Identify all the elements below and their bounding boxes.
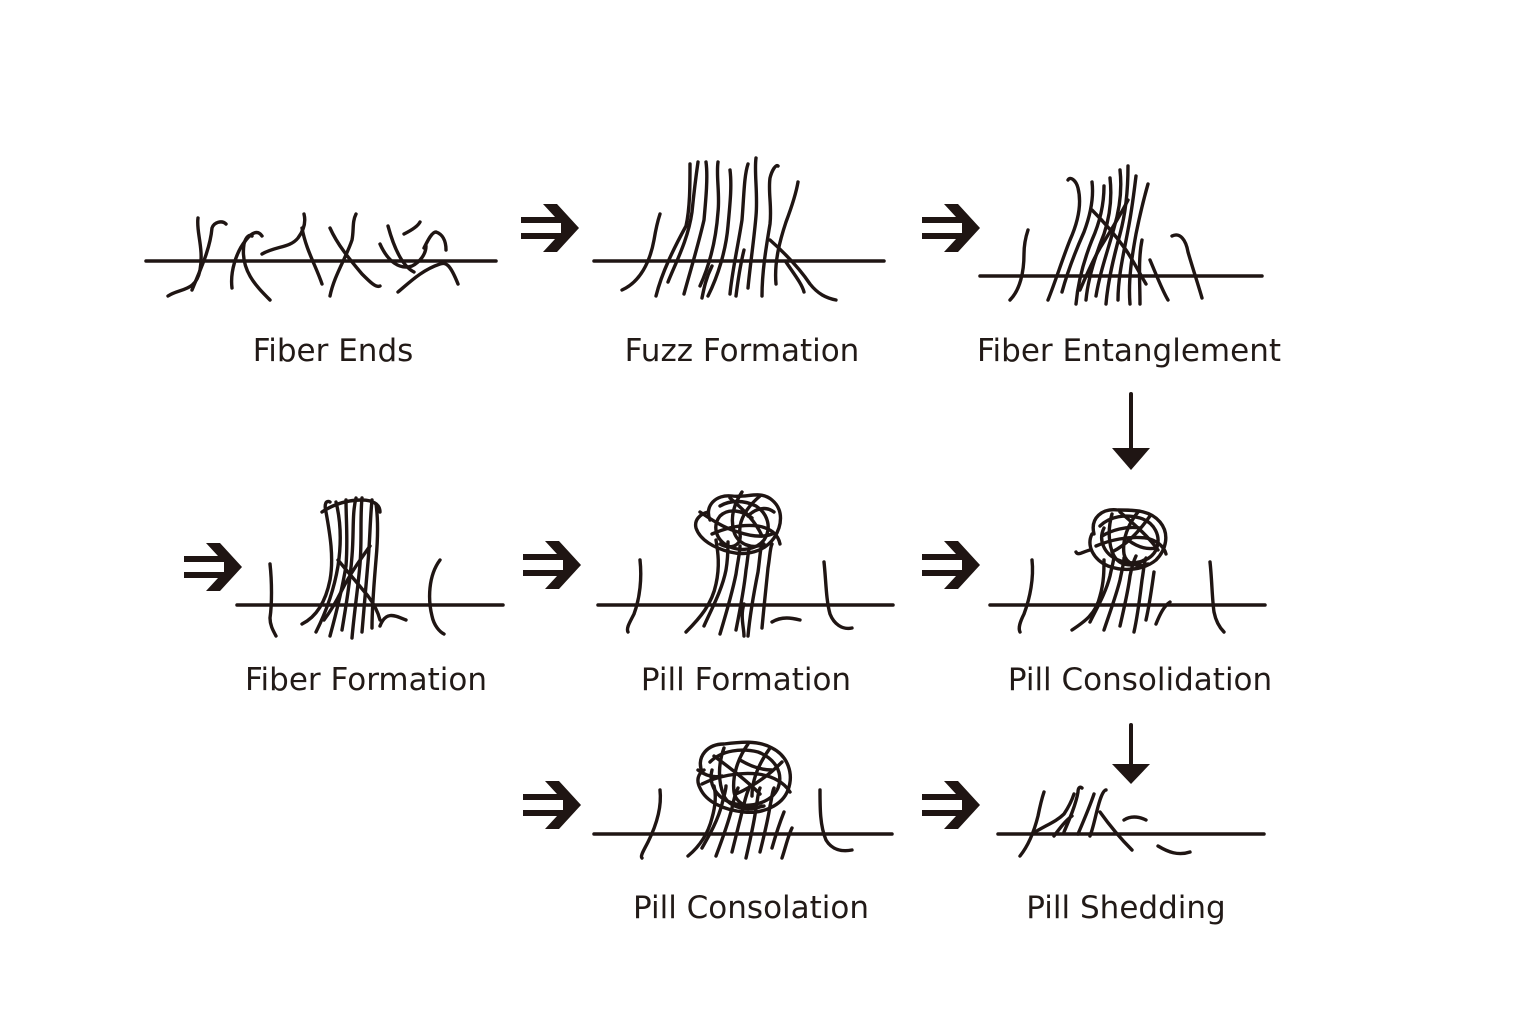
arrow-right-2 (922, 204, 980, 252)
arrow-right-1 (521, 204, 579, 252)
stage-fiber-ends (144, 212, 498, 302)
pill-formation-fibers (625, 490, 854, 638)
arrow-down-2 (1112, 723, 1150, 784)
fuzz-formation-fibers (620, 156, 838, 302)
arrow-right-3 (184, 543, 242, 591)
arrow-right-6 (523, 781, 581, 829)
arrow-right-5 (922, 541, 980, 589)
stage-pill-formation (596, 490, 895, 638)
stage-fuzz-formation (592, 156, 886, 302)
fiber-entanglement-fibers (1008, 164, 1204, 306)
arrow-right-7 (922, 781, 980, 829)
stage-pill-shedding (996, 785, 1266, 858)
arrow-right-4 (523, 541, 581, 589)
pill-shedding-fibers (1018, 785, 1192, 858)
fiber-formation-fibers (268, 496, 446, 640)
fiber-ends-fibers (166, 212, 460, 302)
label-fiber-entanglement: Fiber Entanglement (977, 333, 1281, 369)
pill-consolidation-fibers (1017, 508, 1226, 634)
stage-pill-consolidation (988, 508, 1267, 634)
stage-fiber-entanglement (978, 164, 1264, 306)
pill-consolation-fibers (639, 740, 854, 860)
stage-pill-consolation (592, 740, 894, 860)
label-pill-formation: Pill Formation (641, 662, 851, 698)
label-fiber-ends: Fiber Ends (253, 333, 414, 369)
label-pill-consolidation: Pill Consolidation (1008, 662, 1272, 698)
label-fuzz-formation: Fuzz Formation (625, 333, 860, 369)
arrow-down-1 (1112, 392, 1150, 470)
label-pill-consolation: Pill Consolation (633, 890, 869, 926)
stage-fiber-formation (235, 496, 505, 640)
label-fiber-formation: Fiber Formation (245, 662, 487, 698)
label-pill-shedding: Pill Shedding (1026, 890, 1225, 926)
